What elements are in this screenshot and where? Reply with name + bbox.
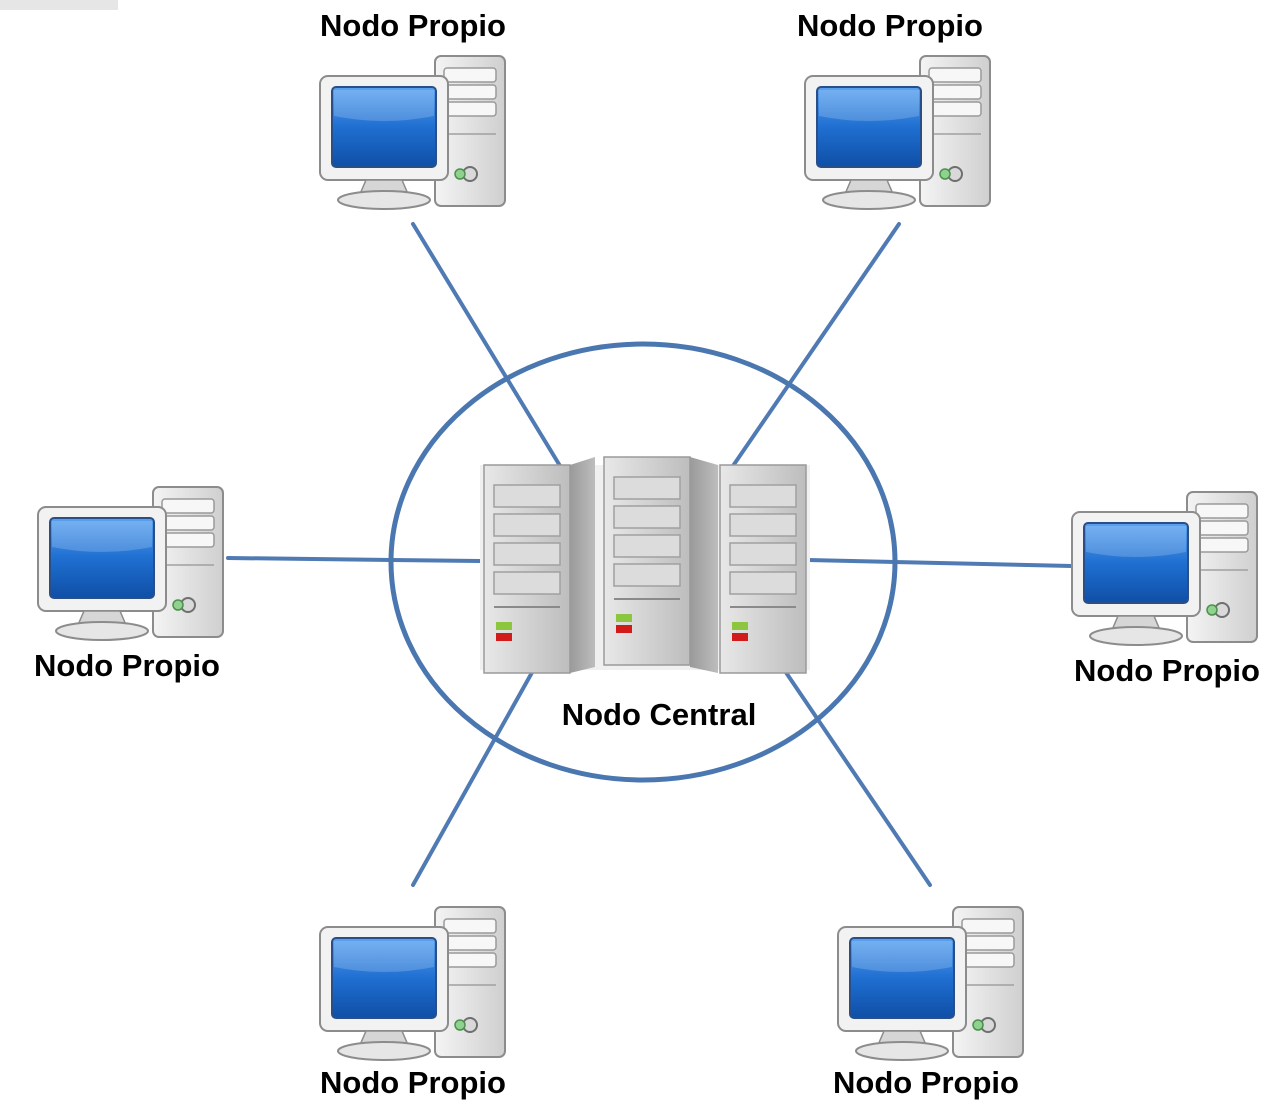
central-ring xyxy=(388,341,898,783)
link-right xyxy=(806,558,1074,568)
node-label-bottom-right: Nodo Propio xyxy=(833,1065,1019,1100)
desktop-computer-icon xyxy=(37,486,224,641)
desktop-computer-icon xyxy=(837,906,1024,1061)
link-top-right xyxy=(711,222,901,497)
desktop-computer-icon xyxy=(1071,491,1258,646)
server-rack-icon xyxy=(480,456,810,674)
node-label-left: Nodo Propio xyxy=(34,648,220,683)
desktop-computer-icon xyxy=(319,55,506,210)
link-left xyxy=(226,556,482,563)
desktop-computer-icon xyxy=(319,906,506,1061)
node-label-top-right: Nodo Propio xyxy=(797,8,983,43)
node-label-bottom-left: Nodo Propio xyxy=(320,1065,506,1100)
link-top-left xyxy=(411,222,587,509)
desktop-computer-icon xyxy=(804,55,991,210)
node-label-right: Nodo Propio xyxy=(1074,653,1260,688)
node-label-top-left: Nodo Propio xyxy=(320,8,506,43)
corner-decoration xyxy=(0,0,118,10)
central-node-label: Nodo Central xyxy=(562,697,757,732)
